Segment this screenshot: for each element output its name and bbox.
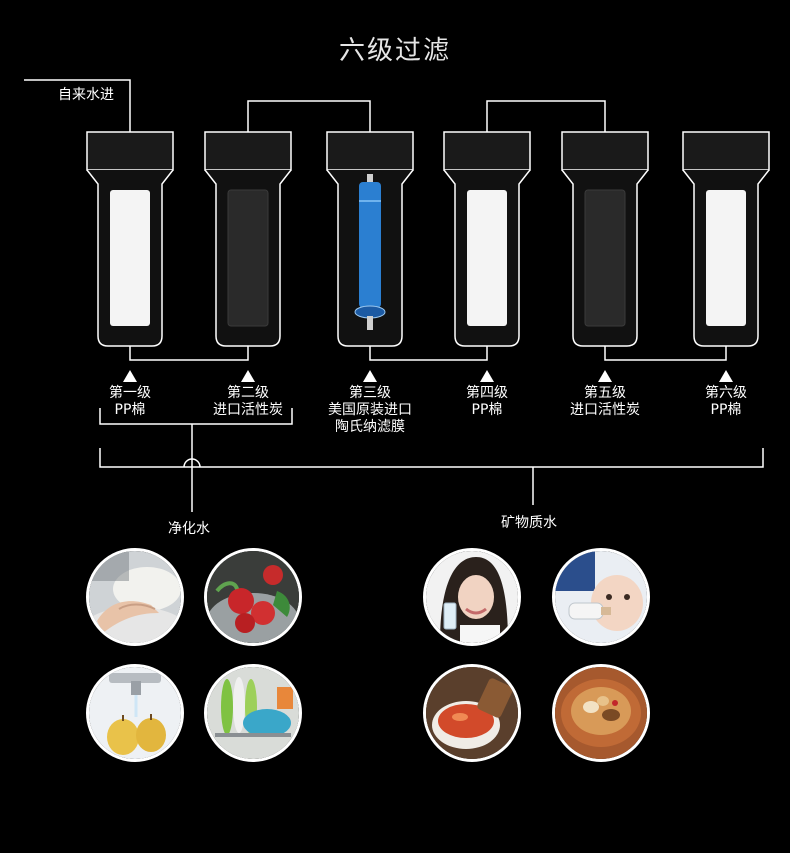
stage-label-line1: 第一级 [109,385,151,401]
pp-cotton-cartridge-6 [706,190,746,326]
membrane-top-fitting [367,174,373,184]
housing-cap-1 [86,131,174,171]
page-title: 六级过滤 [338,36,451,66]
housing-cap-5 [561,131,649,171]
carbon-cartridge-2 [227,189,269,327]
line-crossover-arc [183,458,201,468]
stage-arrow-icon [719,370,733,382]
pipe-stage4-to-stage5 [486,100,606,132]
housing-cap-2 [204,131,292,171]
pipe-stage5-to-stage6 [604,344,727,361]
soup-bowl-photo [423,664,521,762]
stage-arrow-icon [123,370,137,382]
washing-dishes-photo [204,664,302,762]
stage-label-line1: 第四级 [466,385,508,401]
stage-arrow-icon [598,370,612,382]
stage-label-line2: 进口活性炭 [570,402,640,418]
washing-vegetables-photo [204,548,302,646]
stage-label-2: 第二级进口活性炭 [188,370,308,419]
pipe-stage3-to-stage4 [369,344,488,361]
woman-drinking-water-photo [423,548,521,646]
stage-label-line3: 陶氏纳滤膜 [335,419,405,435]
mineral-group-bracket [99,448,764,468]
purified-water-label: 净化水 [168,521,210,537]
stage-arrow-icon [363,370,377,382]
carbon-cartridge-5 [584,189,626,327]
purified-group-bracket [99,408,293,425]
stage-arrow-icon [480,370,494,382]
housing-cap-6 [682,131,770,171]
stage-label-line1: 第六级 [705,385,747,401]
stage-label-line1: 第二级 [227,385,269,401]
inlet-pipe [24,79,131,132]
stage-arrow-icon [241,370,255,382]
water-inlet-label: 自来水进 [58,87,114,103]
housing-cap-3 [326,131,414,171]
baby-bottle-photo [552,548,650,646]
stage-label-line1: 第三级 [349,385,391,401]
stage-label-line2: 美国原装进口 [328,402,412,418]
stage-label-line2: PP棉 [710,402,742,418]
ro-membrane-cartridge [359,182,381,308]
washing-rice-photo [86,548,184,646]
pipe-stage1-to-stage2 [129,344,249,361]
washing-fruit-photo [86,664,184,762]
housing-cap-4 [443,131,531,171]
membrane-bottom-fitting [367,316,373,330]
stage-label-3: 第三级美国原装进口陶氏纳滤膜 [310,370,430,436]
stage-label-line1: 第五级 [584,385,626,401]
stage-label-5: 第五级进口活性炭 [545,370,665,419]
clay-pot-stew-photo [552,664,650,762]
pp-cotton-cartridge-1 [110,190,150,326]
stage-label-line2: PP棉 [471,402,503,418]
mineral-water-label: 矿物质水 [501,515,557,531]
pp-cotton-cartridge-4 [467,190,507,326]
membrane-highlight [359,200,381,202]
stage-label-line2: PP棉 [114,402,146,418]
pipe-stage2-to-stage3 [247,100,371,132]
stage-label-line2: 进口活性炭 [213,402,283,418]
